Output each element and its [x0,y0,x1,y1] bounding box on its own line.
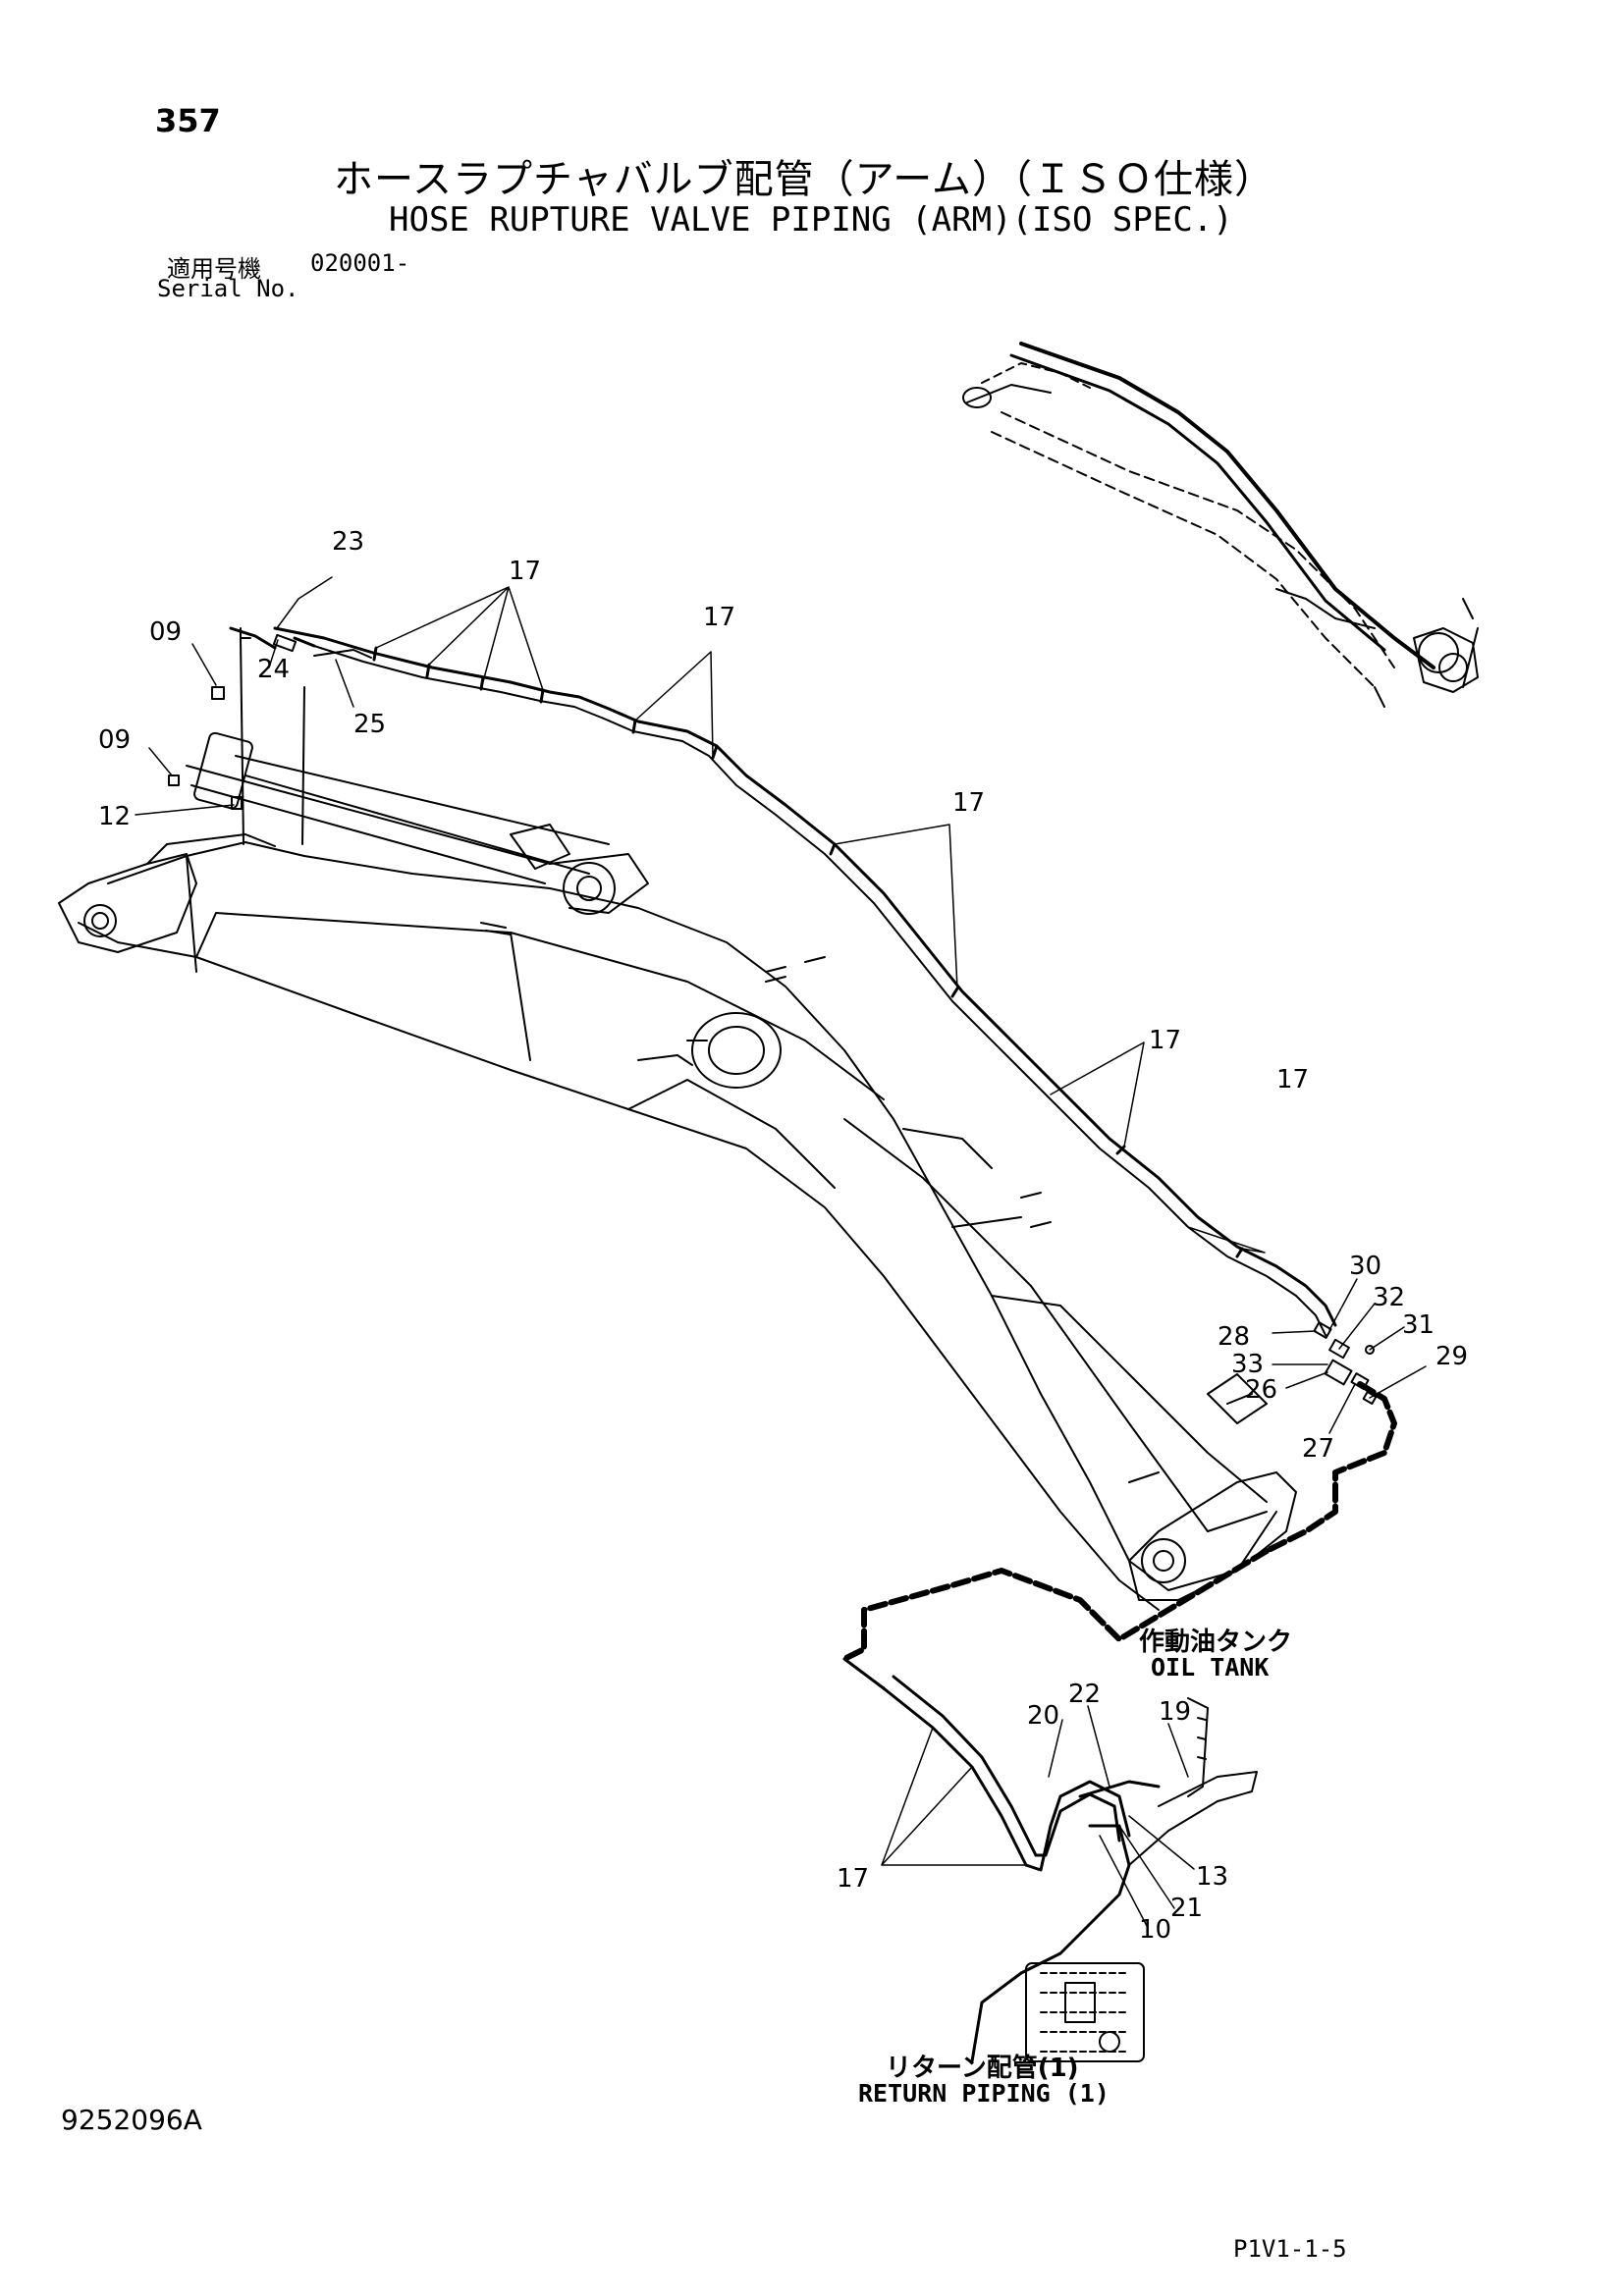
leader-lines [135,576,1427,1927]
callout-17: 17 [703,603,735,632]
serial-label-english: Serial No. [157,275,299,302]
callout-17: 17 [837,1864,869,1894]
serial-number-value: 020001- [310,249,410,277]
return-piping [841,1381,1397,2063]
drawing-number: 9252096A [61,2104,202,2136]
rupture-valve-hardware [1313,1321,1378,1405]
callout-24: 24 [257,655,290,684]
cylinder-head-hardware [168,627,372,845]
callout-17: 17 [1149,1026,1181,1055]
callout-09: 09 [98,725,131,755]
callout-28: 28 [1218,1322,1250,1352]
return-piping-caption-english: RETURN PIPING (1) [858,2079,1110,2108]
callout-32: 32 [1373,1283,1405,1312]
callout-17: 17 [952,788,985,818]
oil-tank-caption-english: OIL TANK [1151,1653,1270,1682]
callout-10: 10 [1139,1915,1171,1945]
return-piping-caption-japanese: リターン配管(1) [886,2054,1079,2083]
title-english: HOSE RUPTURE VALVE PIPING (ARM)(ISO SPEC… [389,200,1233,240]
title-japanese: ホースラプチャバルブ配管（アーム）（ＩＳＯ仕様） [334,157,1274,202]
callout-23: 23 [332,527,364,557]
sheet-reference: P1V1-1-5 [1233,2235,1347,2263]
callout-27: 27 [1302,1434,1334,1464]
callout-29: 29 [1435,1342,1468,1371]
callout-25: 25 [353,710,386,739]
callout-31: 31 [1402,1310,1435,1340]
callout-22: 22 [1068,1680,1101,1709]
callout-19: 19 [1159,1697,1191,1727]
callout-20: 20 [1027,1701,1059,1731]
callout-17: 17 [509,557,541,586]
callout-33: 33 [1231,1350,1264,1379]
serial-label-japanese: 適用号機 [167,255,261,283]
callout-labels: 23 17 17 09 24 25 09 12 17 17 17 30 32 3… [98,527,1468,1945]
callout-09: 09 [149,617,182,647]
callout-12: 12 [98,802,131,831]
callout-17: 17 [1276,1065,1309,1095]
callout-26: 26 [1245,1375,1277,1405]
page-number: 357 [155,102,221,139]
arm-assembly [58,731,1297,1611]
callout-21: 21 [1170,1894,1203,1923]
oil-tank-caption-japanese: 作動油タンク [1139,1628,1293,1657]
callout-13: 13 [1196,1862,1228,1892]
key-map-inset [962,342,1479,708]
callout-30: 30 [1349,1252,1381,1281]
hose-piping [229,626,1337,1336]
